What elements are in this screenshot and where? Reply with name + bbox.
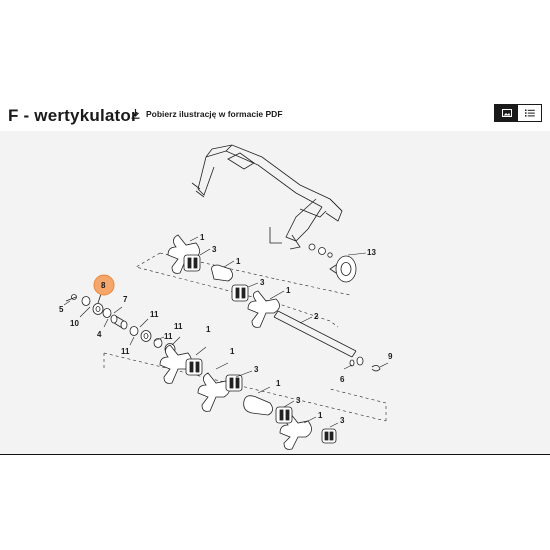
callout-1[interactable]: 1 xyxy=(318,411,323,420)
callout-11[interactable]: 11 xyxy=(164,332,173,341)
image-view-icon xyxy=(501,109,512,117)
page-header: F - wertykulator Pobierz ilustrację w fo… xyxy=(0,100,550,132)
callout-1[interactable]: 1 xyxy=(276,379,281,388)
callout-5[interactable]: 5 xyxy=(59,305,64,314)
callout-1[interactable]: 1 xyxy=(206,325,211,334)
page-title: F - wertykulator xyxy=(8,106,138,125)
highlighted-part-marker[interactable] xyxy=(93,274,115,296)
callout-9[interactable]: 9 xyxy=(388,352,393,361)
callout-11[interactable]: 11 xyxy=(121,347,130,356)
diagram-panel: 1 3 1 3 1 2 13 6 9 8 5 10 4 7 11 11 11 1… xyxy=(0,131,550,455)
callout-13[interactable]: 13 xyxy=(367,248,376,257)
download-icon xyxy=(131,109,140,119)
callout-11[interactable]: 11 xyxy=(174,322,183,331)
callout-1[interactable]: 1 xyxy=(200,233,205,242)
callout-1[interactable]: 1 xyxy=(236,257,241,266)
callout-1[interactable]: 1 xyxy=(230,347,235,356)
callout-6[interactable]: 6 xyxy=(340,375,345,384)
download-pdf-label: Pobierz ilustrację w formacie PDF xyxy=(146,109,283,119)
list-view-icon xyxy=(524,109,535,117)
callout-11[interactable]: 11 xyxy=(150,310,159,319)
download-pdf-link[interactable]: Pobierz ilustrację w formacie PDF xyxy=(131,109,283,119)
list-view-button[interactable] xyxy=(518,105,541,121)
view-toggle xyxy=(494,104,542,122)
callout-2[interactable]: 2 xyxy=(314,312,319,321)
callout-8[interactable]: 8 xyxy=(101,281,106,290)
callout-7[interactable]: 7 xyxy=(123,295,128,304)
callout-10[interactable]: 10 xyxy=(70,319,79,328)
callout-4[interactable]: 4 xyxy=(97,330,102,339)
callout-3[interactable]: 3 xyxy=(254,365,259,374)
image-view-button[interactable] xyxy=(495,105,518,121)
callout-3[interactable]: 3 xyxy=(340,416,345,425)
callout-3[interactable]: 3 xyxy=(296,396,301,405)
callout-1[interactable]: 1 xyxy=(286,286,291,295)
callout-3[interactable]: 3 xyxy=(212,245,217,254)
callout-3[interactable]: 3 xyxy=(260,278,265,287)
exploded-parts-diagram: 1 3 1 3 1 2 13 6 9 8 5 10 4 7 11 11 11 1… xyxy=(59,144,393,450)
